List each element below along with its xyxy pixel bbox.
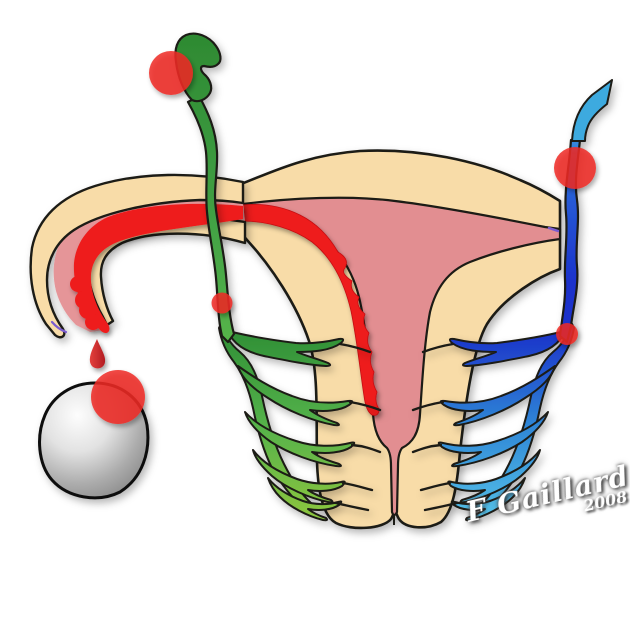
- blood-drop: [89, 339, 106, 369]
- marker-site-tubal-end: [149, 51, 193, 95]
- marker-site-blue-vessel-upper: [554, 147, 596, 189]
- endometrial-bleeding-streak: [240, 204, 380, 416]
- site-markers: [91, 51, 596, 424]
- green-vessel-stalk: [186, 94, 236, 344]
- marker-site-green-vessel: [211, 292, 233, 314]
- tube-blood-streak: [73, 203, 243, 334]
- marker-site-blue-vessel-lower: [556, 323, 578, 345]
- marker-site-ovary: [91, 370, 145, 424]
- blue-vessel-flag-end: [571, 79, 613, 142]
- purple-accent-fimbrial: [50, 320, 68, 334]
- purple-accent-right-cut: [547, 226, 560, 233]
- tube-blood: [70, 203, 243, 334]
